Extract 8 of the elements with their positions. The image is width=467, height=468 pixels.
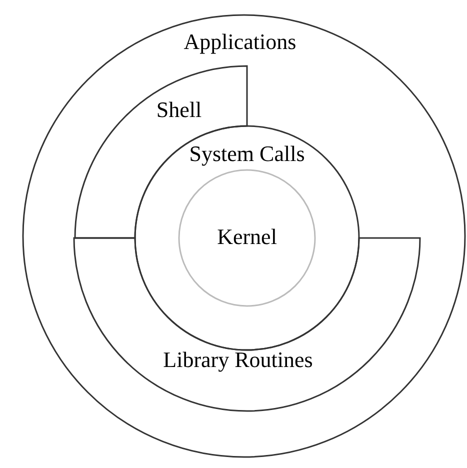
system-calls-circle (134, 125, 360, 351)
kernel-circle (178, 169, 316, 307)
layer-label: Kernel (216, 226, 278, 248)
layer-label: System Calls (188, 143, 306, 165)
layer-label: Library Routines (162, 349, 314, 371)
outer-ring (22, 14, 466, 458)
layer-label: Applications (182, 31, 298, 53)
layer-label: Shell (155, 99, 203, 121)
